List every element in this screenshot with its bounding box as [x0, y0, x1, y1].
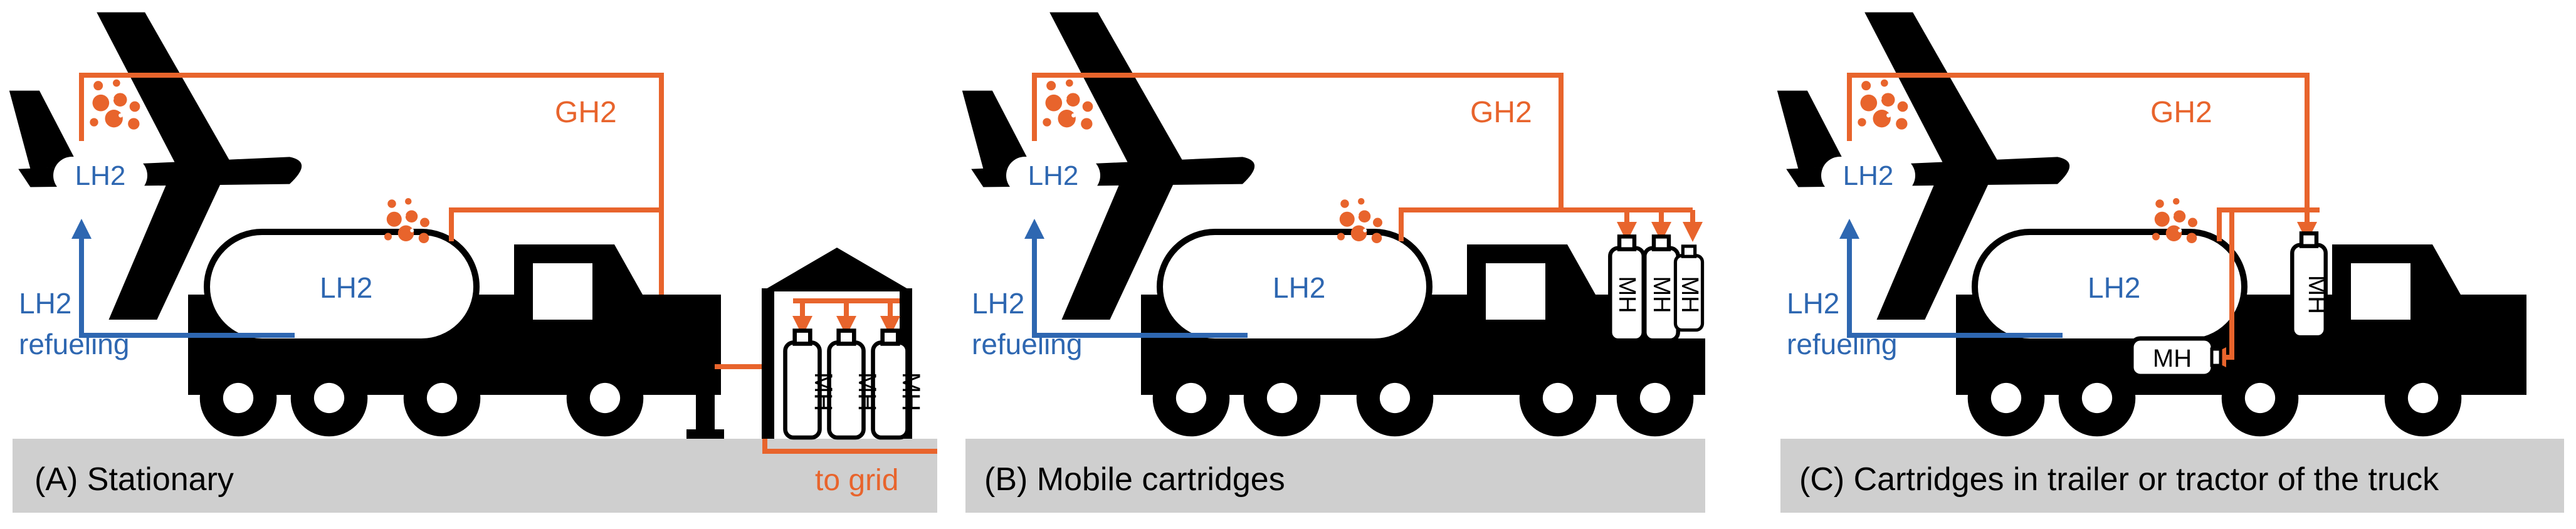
panel-b: (B) Mobile cartridges LH2 GH2 LH2 MH	[962, 12, 1705, 513]
gh2-line	[1032, 73, 1564, 210]
gh2-label: GH2	[555, 96, 617, 129]
aircraft-lh2-tank	[1821, 157, 1915, 194]
cartridge-label: MH	[897, 372, 925, 411]
refueling-label-line1: LH2	[972, 287, 1024, 320]
refueling-label-line2: refueling	[1787, 328, 1897, 360]
to-grid-line	[762, 439, 937, 454]
mh-cartridge	[2129, 336, 2222, 379]
gh2-label: GH2	[1470, 96, 1532, 129]
bubbles-icon	[384, 198, 429, 243]
lh2-refueling-line	[71, 219, 295, 338]
to-grid-label: to grid	[815, 464, 898, 497]
refueling-label-line2: refueling	[972, 328, 1082, 360]
cartridge-label: MH	[809, 372, 837, 411]
tank-lh2-label: LH2	[2088, 271, 2140, 304]
bubbles-icon	[1858, 79, 1908, 130]
gh2-tank-line	[1399, 207, 1693, 241]
refueling-label-line1: LH2	[19, 287, 71, 320]
bubbles-icon	[1337, 198, 1382, 243]
gh2-label: GH2	[2150, 96, 2212, 129]
aircraft-lh2-tank	[1006, 157, 1100, 194]
aircraft-lh2-tank	[53, 157, 147, 194]
cartridge-label: MH	[2153, 345, 2192, 372]
refueling-label-line2: refueling	[19, 328, 129, 360]
panel-c: (C) Cartridges in trailer or tractor of …	[1777, 12, 2564, 513]
cartridge-label: MH	[853, 372, 881, 411]
bubbles-icon	[90, 79, 140, 130]
cartridge-label: MH	[2303, 275, 2331, 314]
tank-lh2-label: LH2	[320, 271, 372, 304]
fuel-truck	[1956, 229, 2526, 437]
aircraft-lh2-label: LH2	[1843, 160, 1894, 191]
fuel-truck	[188, 229, 721, 437]
compressor-icon	[677, 357, 724, 439]
cartridge-label: MH	[1676, 276, 1703, 313]
lh2-refueling-line	[1024, 219, 1248, 338]
aircraft-lh2-label: LH2	[1028, 160, 1079, 191]
refueling-label-line1: LH2	[1787, 287, 1839, 320]
gh2-tank-line	[2217, 207, 2320, 241]
panel-a: (A) Stationary LH2 GH2 LH2 LH2 refueling	[9, 12, 937, 513]
bubbles-icon	[1043, 79, 1093, 130]
panel-caption: (B) Mobile cartridges	[984, 461, 1285, 498]
aircraft-lh2-label: LH2	[75, 160, 126, 191]
bubbles-icon	[2152, 198, 2197, 243]
tank-lh2-label: LH2	[1273, 271, 1325, 304]
fuel-truck	[1141, 229, 1705, 437]
panel-caption: (A) Stationary	[34, 461, 234, 498]
panel-caption: (C) Cartridges in trailer or tractor of …	[1799, 461, 2439, 498]
gh2-line	[1847, 73, 2310, 210]
ground-strip	[965, 439, 1705, 513]
cartridge-label: MH	[1648, 276, 1674, 313]
cartridge-label: MH	[1614, 276, 1640, 313]
ground-strip	[1780, 439, 2564, 513]
gh2-tank-line	[449, 207, 661, 241]
lh2-refueling-line	[1839, 219, 2063, 338]
